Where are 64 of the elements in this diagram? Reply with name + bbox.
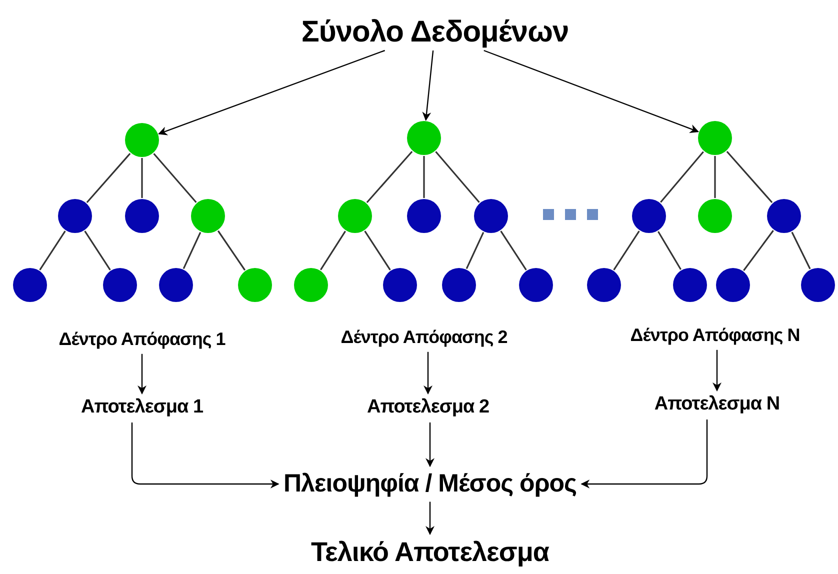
tree-node-circle [442,268,476,302]
tree-node-circle [191,199,225,233]
arrow [131,422,280,488]
arrow [158,50,386,136]
tree-node-circle [519,268,553,302]
tree-node-circle [103,268,137,302]
tree-node-circle [58,199,92,233]
tree-branch-line [500,230,527,270]
tree-node-circle [587,268,621,302]
tree-branch-line [217,230,246,271]
tree-node-circle [238,268,272,302]
node-label: Τελικό Αποτελεσμα [311,538,549,568]
tree-node-circle [698,121,732,155]
tree-branch-line [320,230,346,270]
tree-node-circle [125,199,159,233]
arrow [426,422,434,468]
arrow [138,354,146,394]
tree-branch-line [726,150,773,204]
tree-branch-line [613,230,640,270]
tree-node-circle [716,268,750,302]
tree-branch-line [39,230,66,270]
tree-node-circle [407,199,441,233]
node-label: Δέντρο Απόφασης 2 [340,328,508,348]
arrow [712,350,722,392]
tree-node-circle [125,123,159,157]
arrow [580,419,708,488]
tree-branch-line [182,232,202,269]
tree-branch-line [366,150,413,204]
tree-branch-line [153,153,197,203]
tree-node-circle [338,199,372,233]
tree-branch-line [86,152,131,204]
node-label: Πλειοψηφία / Μέσος όρος [283,470,577,498]
tree-branch-line [743,230,774,271]
tree-branch-line [791,232,811,270]
arrow [424,352,432,394]
tree-node-circle [632,199,666,233]
node-label: Αποτελεσμα N [654,394,780,416]
tree-branch-line [658,231,682,270]
tree-branch-line [435,151,480,203]
tree-branch-line [141,158,143,198]
tree-node-circle [13,268,47,302]
tree-branch-line [84,230,111,270]
node-label: Αποτελεσμα 1 [80,398,204,418]
tree-node-circle [673,268,707,302]
tree-node-circle [159,268,193,302]
tree-node-circle [474,199,508,233]
node-label: Δέντρο Απόφασης 1 [58,330,226,350]
diagram-heading: Σύνολο Δεδομένων [301,16,569,48]
node-label: Αποτελεσμα 2 [366,398,490,418]
tree-branch-line [660,151,704,203]
arrow [426,502,434,536]
arrow [422,50,434,121]
tree-node-circle [383,268,417,302]
tree-node-circle [698,199,732,233]
tree-branch-line [466,232,484,269]
tree-node-circle [407,121,441,155]
tree-branch-line [714,156,716,198]
node-label: Δέντρο Απόφασης N [630,326,800,346]
tree-branch-line [364,230,391,270]
tree-node-circle [767,199,801,233]
arrow [484,50,699,133]
tree-node-circle [294,268,328,302]
tree-node-circle [801,268,835,302]
tree-branch-line [423,156,425,198]
